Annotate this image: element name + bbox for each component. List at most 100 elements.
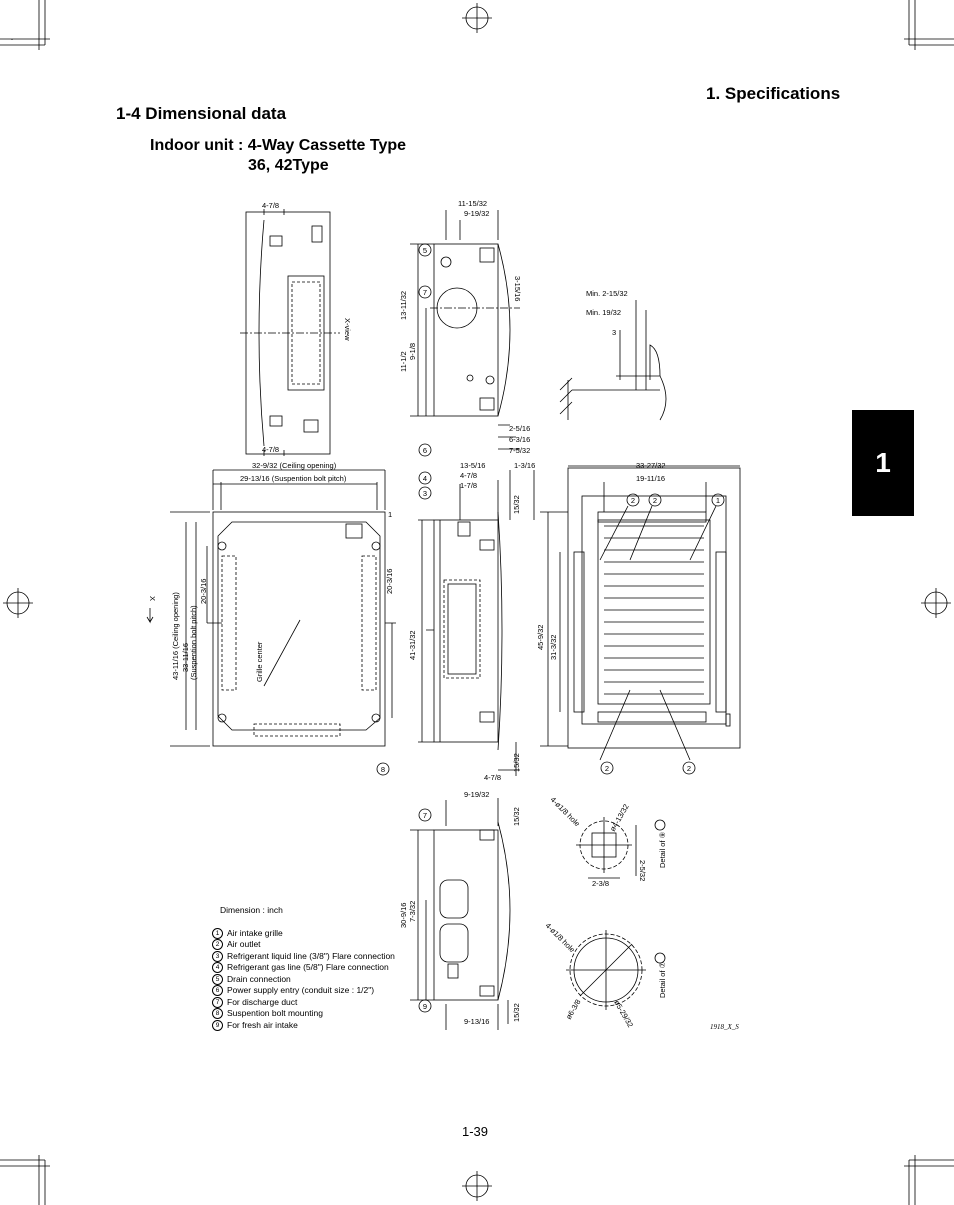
callout-2b: 2 [653,496,657,505]
legend-header: Dimension : inch [220,905,283,915]
legend-text: Refrigerant liquid line (3/8") Flare con… [227,950,395,961]
page-number: 1-39 [462,1124,489,1139]
legend-number: 9 [212,1019,223,1031]
legend-text: For discharge duct [227,996,298,1007]
legend-text: Suspention bolt mounting [227,1008,323,1018]
callout-numbers: 5 7 6 4 3 8 2 2 1 2 2 7 9 [381,246,720,1011]
dim-label: Min. 2-15/32 [586,289,628,298]
dim-label: 33-11/16 [181,643,190,672]
side-view-top [410,210,520,450]
legend-item: 8 Suspention bolt mounting [212,1008,395,1020]
ceiling-detail [559,300,667,421]
dim-label: Detail of ⑦ [658,961,667,998]
figure-code: 1918_X_S [710,1023,739,1031]
legend-number: 7 [212,996,223,1008]
dim-label: 4-7/8 [262,445,279,454]
dim-label: 7-5/32 [509,446,530,455]
legend-text: Refrigerant gas line (5/8") Flare connec… [227,962,389,972]
dim-label: 9-19/32 [464,790,489,799]
dim-label: 4-7/8 [484,773,501,782]
legend-number: 5 [212,973,223,985]
dim-label: 6-3/16 [509,435,530,444]
chapter-tab: 1 [852,410,914,516]
dim-label: 15/32 [512,1003,521,1022]
dim-label: X-view [343,318,352,341]
legend-number: 4 [212,962,223,974]
dim-label: 2-3/8 [592,879,609,888]
dim-label: ø5-29/32 [612,999,635,1030]
dim-label: 32-9/32 (Ceiling opening) [252,461,337,470]
legend-number: 8 [212,1008,223,1020]
dim-label: 29-13/16 (Suspention bolt pitch) [240,474,347,483]
dim-label: 31-3/32 [549,635,558,660]
dim-label: 4-ø1/8 hole [549,795,582,828]
legend-item: 9 For fresh air intake [212,1020,395,1032]
legend-text: Drain connection [227,973,291,984]
dim-label: 9-13/16 [464,1017,489,1026]
dim-label: 15/32 [512,807,521,826]
callout-9: 9 [423,1002,427,1011]
dim-label: 4-7/8 [262,201,279,210]
dim-label: Grille center [255,641,264,682]
dim-label: 13-11/32 [399,291,408,320]
legend-text: Air intake grille [227,927,283,938]
dim-label: 15/32 [512,495,521,514]
plan-view [146,469,396,747]
dim-label: 20-3/16 [199,579,208,604]
dim-label: 2-5/16 [509,424,530,433]
chapter-heading: 1. Specifications [706,84,841,103]
dim-label: 9-19/32 [464,209,489,218]
callout-4: 4 [423,474,427,483]
callout-3: 3 [423,489,427,498]
dim-label: 11-1/2 [399,351,408,372]
x-view-drawing [240,209,340,456]
dim-label: 13-5/16 [460,461,485,470]
callout-1: 1 [716,496,720,505]
front-view-middle [418,470,535,776]
callout-5: 5 [423,246,427,255]
dim-label: 9-1/8 [408,343,417,360]
dim-label: Min. 19/32 [586,308,621,317]
dim-label: 11-15/32 [458,199,487,208]
callout-7: 7 [423,288,427,297]
unit-subtitle: 36, 42Type [248,157,329,174]
legend-number: 2 [212,939,223,951]
dim-label: X [148,596,157,601]
dim-label: 1-3/16 [514,461,535,470]
side-view-bottom [410,798,511,1030]
callout-6: 6 [423,446,427,455]
legend-item: 2 Air outlet [212,939,395,951]
callout-8: 8 [381,765,385,774]
dim-label: 15/32 [512,753,521,772]
detail-7 [566,930,646,1010]
legend-text: Air outlet [227,939,261,949]
dim-label: 2-5/32 [638,860,647,881]
dim-label: 1 [388,510,392,519]
legend-item: 4 Refrigerant gas line (5/8") Flare conne… [212,962,395,974]
legend-text: For fresh air intake [227,1019,298,1030]
dim-label: 3 [612,328,616,337]
legend: Dimension : inch 1 Air intake grille 2 Air… [212,905,395,1031]
callout-7b: 7 [423,811,427,820]
callout-2c: 2 [605,764,609,773]
dim-label: 3-15/16 [513,276,522,301]
grille-view [540,465,741,761]
dim-label: 1-7/8 [460,481,477,490]
callout-2a: 2 [631,496,635,505]
callout-circles [376,243,725,1013]
dim-label: 4-ø1/8 hole [544,921,577,954]
dim-label: 41-31/32 [408,630,417,660]
dim-label: ø6-3/8 [564,998,583,1021]
unit-title: Indoor unit : 4-Way Cassette Type [150,137,407,154]
dim-label: 4-7/8 [460,471,477,480]
dim-label: 30-9/16 [399,903,408,928]
dim-label: ø4-13/32 [608,802,631,833]
section-heading: 1-4 Dimensional data [116,104,287,123]
dim-label: 7-3/32 [408,901,417,922]
dim-label: 33-27/32 [636,461,666,470]
dim-label: Detail of ⑨ [658,831,667,868]
legend-number: 1 [212,927,223,939]
legend-text: Power supply entry (conduit size : 1/2") [227,985,375,995]
